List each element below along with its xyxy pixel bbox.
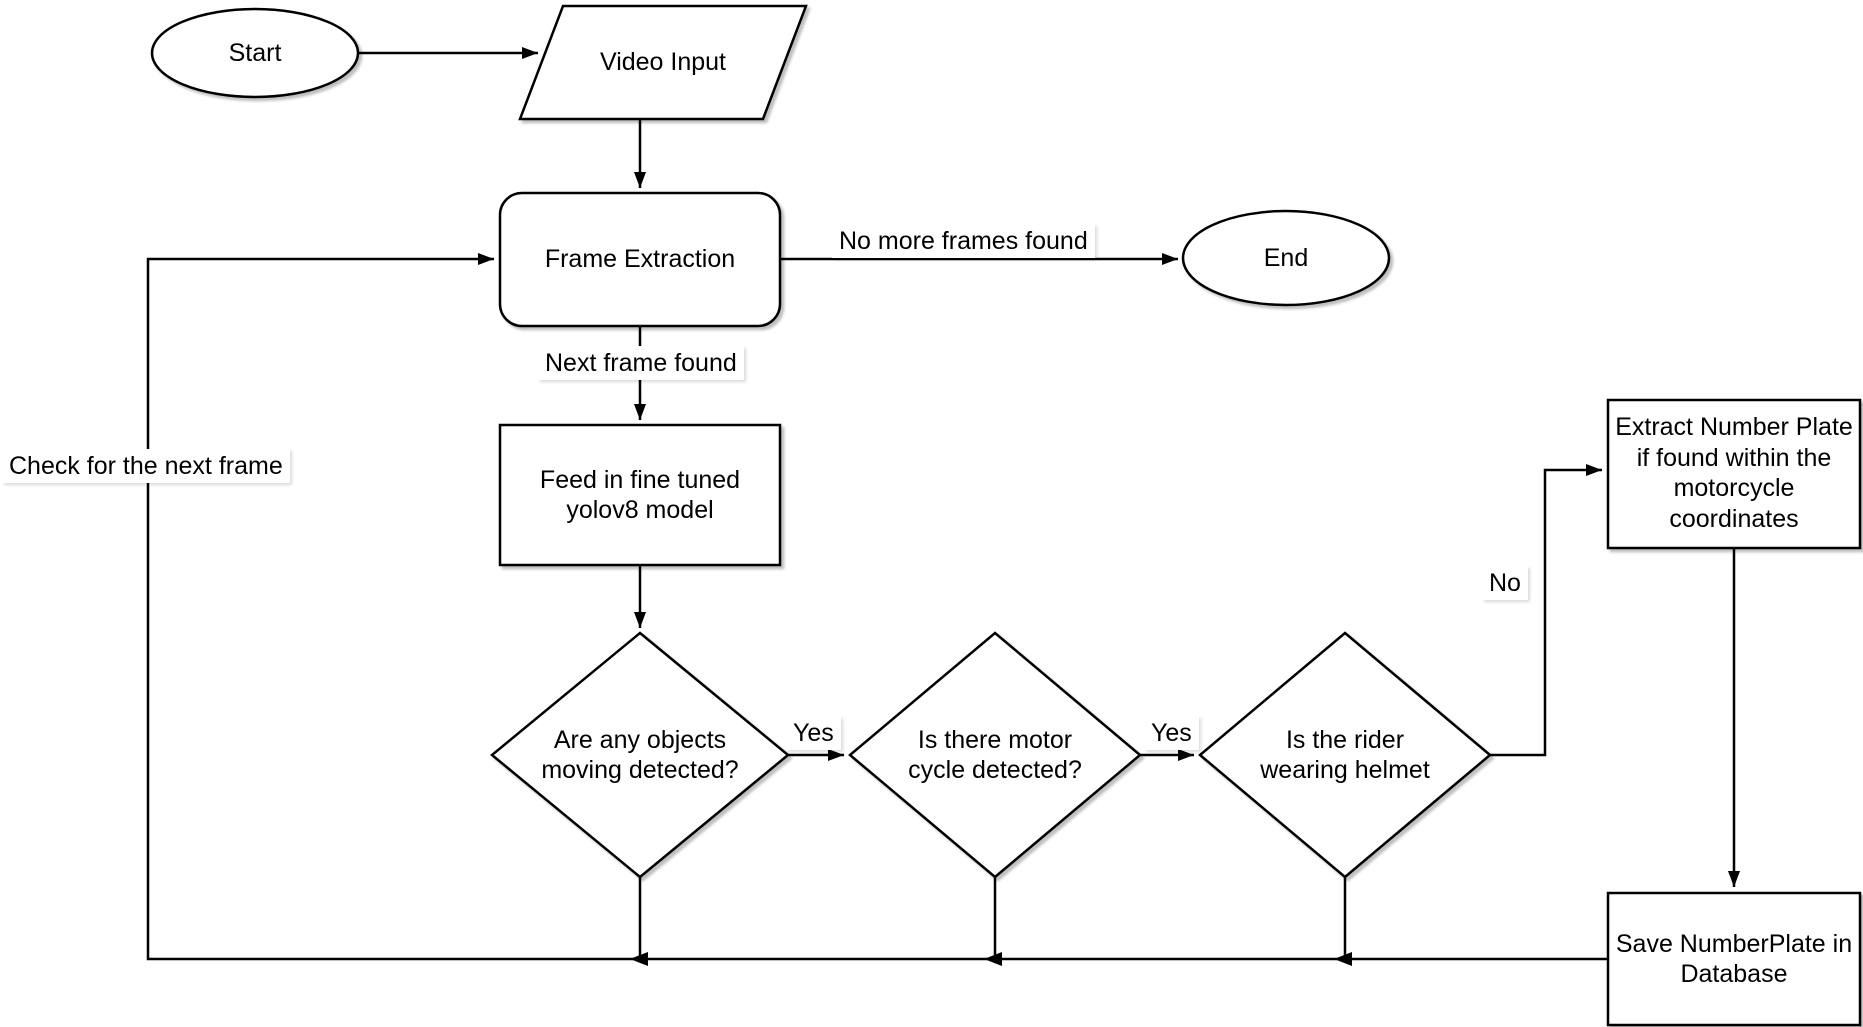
save-plate-label: Save NumberPlate in Database — [1615, 929, 1853, 989]
motorcycle-detected-label: Is there motor cycle detected? — [908, 725, 1082, 785]
end-ellipse — [1181, 209, 1391, 307]
edge-label-yes-motorcycle: Yes — [1144, 716, 1199, 750]
feed-model-label: Feed in fine tuned yolov8 model — [539, 465, 741, 525]
motorcycle-detected-diamond — [848, 631, 1142, 879]
extract-plate-label: Extract Number Plate if found within the… — [1615, 413, 1853, 533]
edge-label-no-more-frames: No more frames found — [832, 224, 1095, 258]
start-label: Start — [228, 38, 282, 67]
start-ellipse — [150, 7, 360, 99]
feed-model-box — [498, 423, 782, 567]
edge-return-to-frame — [146, 253, 1608, 961]
objects-moving-diamond — [490, 631, 790, 879]
left-arrowhead-2 — [984, 952, 1002, 966]
save-plate-box — [1606, 891, 1862, 1027]
edge-label-no-helmet: No — [1482, 566, 1528, 600]
nodes — [150, 4, 1862, 1027]
left-arrowhead-1 — [630, 952, 648, 966]
connectors — [146, 47, 1740, 966]
edge-label-next-frame-found: Next frame found — [538, 346, 744, 380]
frame-extraction-box — [498, 191, 782, 328]
edge-helmet-to-extract — [1490, 464, 1602, 757]
rider-helmet-label: Is the rider wearing helmet — [1260, 725, 1430, 785]
objects-moving-label: Are any objects moving detected? — [541, 725, 739, 785]
edge-label-yes-objects: Yes — [786, 716, 841, 750]
extract-plate-box — [1606, 398, 1862, 550]
left-arrowhead-3 — [1334, 952, 1352, 966]
end-label: End — [1263, 243, 1309, 272]
rider-helmet-diamond — [1198, 631, 1492, 879]
edge-label-check-next-frame: Check for the next frame — [2, 449, 290, 483]
video-input-label: Video Input — [599, 47, 727, 76]
video-input-parallelogram — [518, 4, 808, 121]
frame-extraction-label: Frame Extraction — [544, 244, 736, 273]
